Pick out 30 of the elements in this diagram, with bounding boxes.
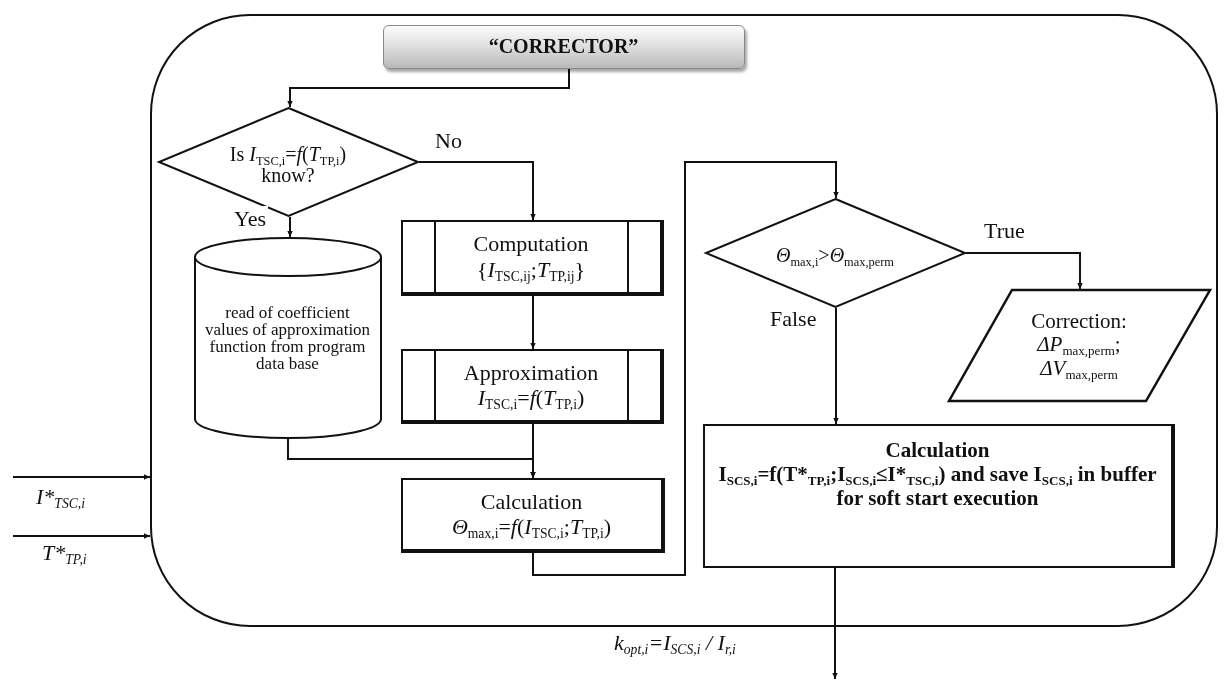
description-text: read of coefficient values of approximation function from program data base — [203, 303, 372, 372]
arrow — [965, 252, 1083, 290]
process-text: Θ$_{max,i}$=f(I$_{TSC,i}$;T$_{TP,i}$) — [451, 514, 612, 540]
arrow — [12, 474, 151, 480]
process-box — [702, 423, 1175, 568]
process-text: Calculation — [480, 488, 583, 514]
process-text: Calculation — [885, 437, 990, 462]
arrow — [287, 438, 536, 479]
arrow — [833, 307, 839, 425]
arrow — [12, 533, 151, 539]
arrow — [832, 567, 838, 680]
decision-text: Is I$_{TSC,i}$=f(T$_{TP,i}$) know? — [228, 143, 348, 186]
arrow — [287, 68, 570, 108]
arrow — [530, 295, 536, 350]
process-text: I$_{SCS,i}$=f(T*$_{TP,i}$;I$_{SCS,i}$≤I*$_{TSC,i}$) and save I$_{SCS,i}$ in buffer for soft start execution — [717, 461, 1158, 510]
predefined-process-box — [400, 219, 664, 296]
predefined-process-box — [400, 348, 664, 424]
arrow — [418, 161, 536, 221]
title-box — [382, 24, 745, 69]
arrow — [287, 216, 293, 238]
title-text: “CORRECTOR” — [488, 35, 639, 58]
process-text: {I$_{TSC,ij}$;T$_{TP,ij}$} — [476, 256, 586, 282]
process-text: Computation — [473, 231, 589, 257]
process-box — [400, 477, 665, 553]
process-text: Approximation — [463, 359, 599, 385]
arrow — [532, 161, 839, 576]
process-text: I$_{TSC,i}$=f(T$_{TP,i}$) — [477, 385, 585, 411]
output-text: ΔP$_{max,perm}$; — [1037, 333, 1121, 357]
output-text: Correction: — [1031, 310, 1127, 334]
frame-box — [150, 14, 1218, 627]
